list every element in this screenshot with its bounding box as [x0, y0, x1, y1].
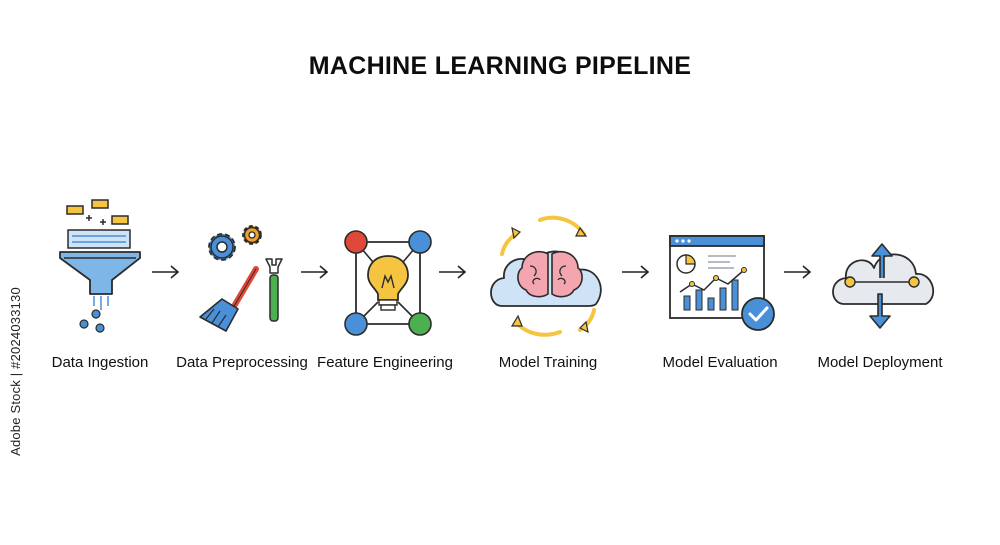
stock-watermark: Adobe Stock | #2024033130: [7, 286, 23, 456]
stage-label-data-ingestion: Data Ingestion: [51, 354, 149, 371]
arrow-right-icon: [784, 265, 812, 279]
stage-label-model-training: Model Training: [498, 354, 598, 371]
dashboard-chart-icon: [669, 235, 775, 331]
cloud-upload-download-icon: [832, 243, 935, 329]
gears-broom-wrench-icon: [199, 225, 283, 332]
stage-label-feature-engineering: Feature Engineering: [317, 354, 453, 371]
arrow-right-icon: [439, 265, 467, 279]
arrow-right-icon: [301, 265, 329, 279]
lightbulb-network-icon: [344, 230, 432, 336]
funnel-icon: [59, 199, 141, 333]
stage-label-model-evaluation: Model Evaluation: [662, 354, 778, 371]
page-title: MACHINE LEARNING PIPELINE: [308, 52, 692, 80]
stage-label-model-deployment: Model Deployment: [817, 354, 943, 371]
stage-label-data-preprocessing: Data Preprocessing: [176, 354, 308, 371]
arrow-right-icon: [622, 265, 650, 279]
brain-cloud-icon: [490, 215, 602, 337]
arrow-right-icon: [152, 265, 180, 279]
